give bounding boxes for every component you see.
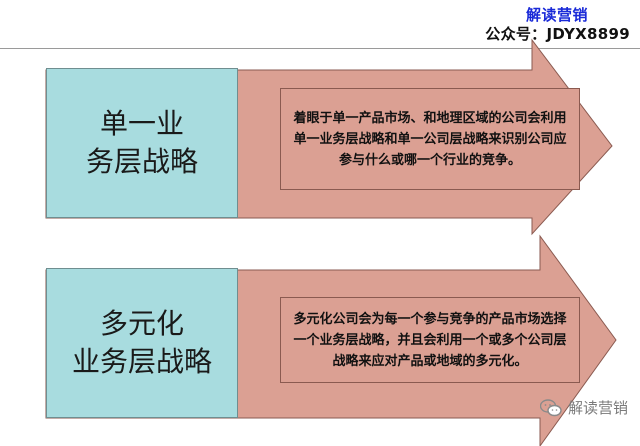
strategy-description-box-single: 着眼于单一产品市场、和地理区域的公司会利用单一业务层战略和单一公司层战略来识别公… xyxy=(280,88,580,190)
brand-title: 解读营销 xyxy=(525,6,588,24)
wechat-icon xyxy=(539,398,562,416)
account-id-line: 公众号：JDYX8899 xyxy=(485,25,630,43)
strategy-title-diversified: 多元化 业务层战略 xyxy=(71,307,212,378)
strategy-description-single: 着眼于单一产品市场、和地理区域的公司会利用单一业务层战略和单一公司层战略来识别公… xyxy=(293,110,567,168)
strategy-title-single: 单一业 务层战略 xyxy=(85,107,198,178)
header-divider xyxy=(0,48,640,49)
strategy-title-box-diversified: 多元化 业务层战略 xyxy=(46,268,238,418)
watermark-text: 解读营销 xyxy=(567,399,628,417)
strategy-title-box-single: 单一业 务层战略 xyxy=(46,68,238,218)
watermark: 解读营销 xyxy=(539,397,628,418)
strategy-description-box-diversified: 多元化公司会为每一个参与竞争的产品市场选择一个业务层战略，并且会利用一个或多个公… xyxy=(280,297,580,383)
strategy-description-diversified: 多元化公司会为每一个参与竞争的产品市场选择一个业务层战略，并且会利用一个或多个公… xyxy=(293,311,567,369)
